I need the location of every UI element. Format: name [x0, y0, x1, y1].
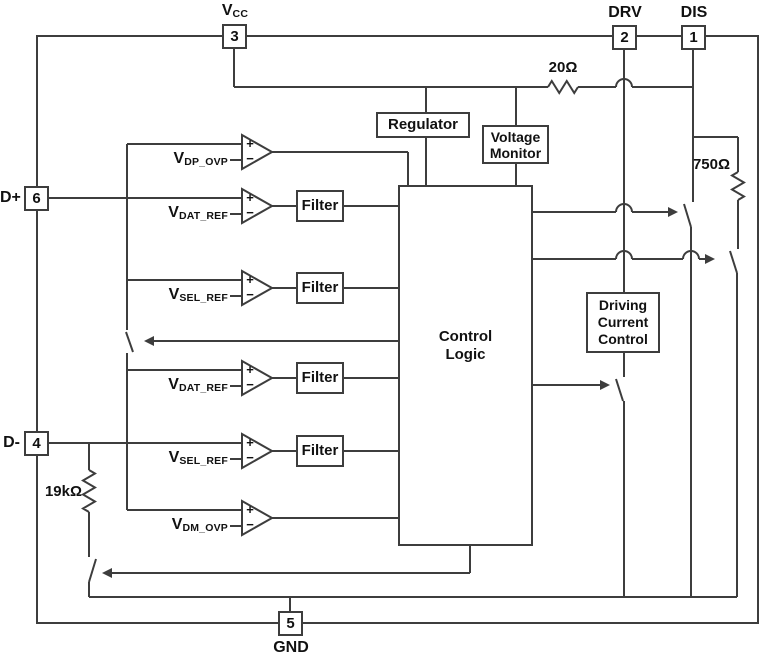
minus-sign: −	[246, 205, 254, 220]
comparator-label-vdp-ovp: VDP_OVP	[173, 150, 228, 168]
plus-sign: +	[246, 272, 254, 287]
plus-sign: +	[246, 362, 254, 377]
pin-label-dis: DIS	[680, 4, 708, 21]
comparator-label-vsel-ref-top: VSEL_REF	[168, 286, 228, 304]
resistor-label-750ohm: 750Ω	[692, 156, 730, 173]
comparator-label-vdat-ref-bottom: VDAT_REF	[168, 376, 228, 394]
arrow-left-icon	[144, 336, 154, 346]
plus-sign: +	[246, 435, 254, 450]
pin-label-vcc: VCC	[221, 2, 249, 20]
comparator-label-vsel-ref-bottom: VSEL_REF	[168, 449, 228, 467]
pin-box-drv: 2	[612, 25, 637, 50]
pin-box-dis: 1	[681, 25, 706, 50]
switch-blade-dplus	[125, 331, 134, 353]
resistor-750ohm	[730, 171, 746, 201]
comparator-vdat-ref-top	[241, 187, 275, 225]
block-filter-3: Filter	[296, 362, 344, 394]
pin-label-gnd: GND	[273, 639, 309, 656]
comparator-label-vdm-ovp: VDM_OVP	[171, 516, 228, 534]
pin-label-dplus: D+	[0, 189, 21, 206]
minus-sign: −	[246, 151, 254, 166]
arrow-right-icon	[705, 254, 715, 264]
minus-sign: −	[246, 450, 254, 465]
comparator-vsel-ref-bottom	[241, 432, 275, 470]
switch-blade-drv	[615, 378, 624, 402]
resistor-label-19kohm: 19kΩ	[44, 483, 82, 500]
comparator-vsel-ref-top	[241, 269, 275, 307]
pin-box-dplus: 6	[24, 186, 49, 211]
minus-sign: −	[246, 377, 254, 392]
switch-blade-dis-pullup	[729, 250, 738, 274]
plus-sign: +	[246, 190, 254, 205]
pin-label-dminus: D-	[3, 434, 20, 451]
ic-outline	[36, 35, 759, 624]
pin-box-vcc: 3	[222, 24, 247, 49]
comparator-label-vdat-ref-top: VDAT_REF	[168, 204, 228, 222]
block-filter-1: Filter	[296, 190, 344, 222]
pin-box-dminus: 4	[24, 431, 49, 456]
resistor-19kohm	[81, 469, 97, 513]
arrow-right-icon	[600, 380, 610, 390]
comparator-vdm-ovp	[241, 499, 275, 537]
block-control-logic: Control Logic	[398, 185, 533, 546]
arrow-left-icon	[102, 568, 112, 578]
block-filter-2: Filter	[296, 272, 344, 304]
wire-hop	[682, 250, 700, 260]
block-regulator: Regulator	[376, 112, 470, 138]
switch-blade-dis	[683, 203, 692, 228]
block-driving-current-control: Driving Current Control	[586, 292, 660, 353]
comparator-vdp-ovp	[241, 133, 275, 171]
switch-blade-dminus	[88, 558, 97, 583]
minus-sign: −	[246, 517, 254, 532]
plus-sign: +	[246, 502, 254, 517]
plus-sign: +	[246, 136, 254, 151]
comparator-vdat-ref-bottom	[241, 359, 275, 397]
block-voltage-monitor: Voltage Monitor	[482, 125, 549, 164]
pin-label-drv: DRV	[608, 4, 642, 21]
resistor-label-20ohm: 20Ω	[548, 59, 578, 76]
resistor-20ohm	[547, 79, 579, 95]
block-filter-4: Filter	[296, 435, 344, 467]
pin-box-gnd: 5	[278, 611, 303, 636]
minus-sign: −	[246, 287, 254, 302]
arrow-right-icon	[668, 207, 678, 217]
